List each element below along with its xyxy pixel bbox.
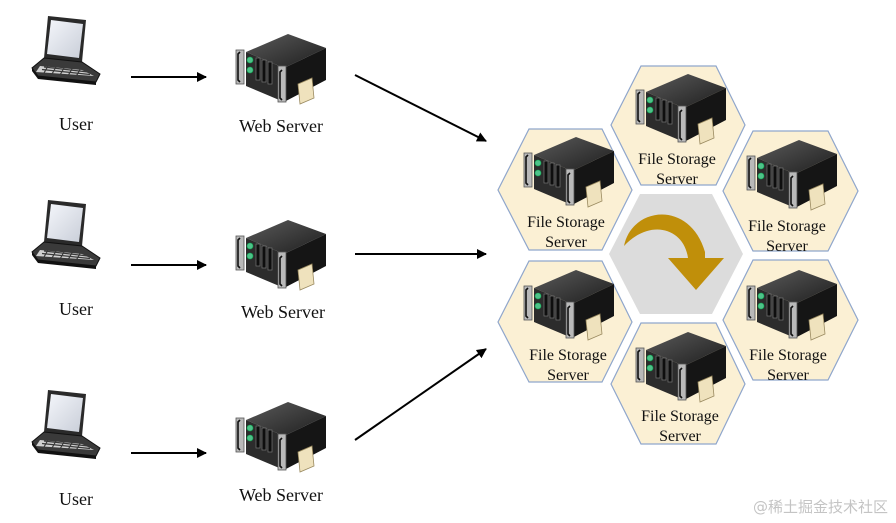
arrow-to-cluster bbox=[354, 74, 487, 142]
row-1: User Web Server bbox=[31, 15, 487, 142]
node-label: Server bbox=[766, 238, 808, 255]
web-server-label: Web Server bbox=[239, 485, 323, 505]
rotate-clockwise-arrow-icon bbox=[624, 214, 724, 290]
laptop-icon bbox=[31, 199, 101, 270]
file-storage-node: File Storage Server bbox=[497, 260, 633, 384]
row-2: User Web Server bbox=[31, 199, 487, 322]
file-storage-node: File Storage Server bbox=[722, 259, 859, 384]
laptop-icon bbox=[31, 389, 101, 460]
watermark: @稀土掘金技术社区 bbox=[752, 498, 888, 516]
node-label: File Storage bbox=[638, 151, 716, 168]
node-label: Server bbox=[545, 234, 587, 251]
node-label: File Storage bbox=[748, 218, 826, 235]
user-label: User bbox=[59, 114, 93, 134]
server-icon bbox=[235, 33, 327, 105]
node-label: Server bbox=[659, 428, 701, 445]
node-label: File Storage bbox=[529, 347, 607, 364]
node-label: File Storage bbox=[749, 347, 827, 364]
center-hexagon bbox=[609, 194, 743, 314]
web-server-label: Web Server bbox=[239, 116, 323, 136]
file-storage-node: File Storage Server bbox=[722, 130, 859, 255]
node-label: File Storage bbox=[641, 408, 719, 425]
row-3: User Web Server bbox=[31, 348, 487, 509]
node-label: Server bbox=[547, 367, 589, 384]
storage-cluster: File Storage Server File Storage Server … bbox=[497, 65, 859, 445]
laptop-icon bbox=[31, 15, 101, 86]
node-label: Server bbox=[656, 171, 698, 188]
user-label: User bbox=[59, 489, 93, 509]
web-server-label: Web Server bbox=[241, 302, 325, 322]
file-storage-node: File Storage Server bbox=[610, 322, 746, 445]
node-label: File Storage bbox=[527, 214, 605, 231]
node-label: Server bbox=[767, 367, 809, 384]
file-storage-node: File Storage Server bbox=[610, 65, 746, 188]
user-label: User bbox=[59, 299, 93, 319]
arrow-to-cluster bbox=[354, 348, 487, 441]
server-icon bbox=[235, 219, 327, 291]
server-icon bbox=[235, 401, 327, 473]
file-storage-node: File Storage Server bbox=[497, 128, 633, 251]
